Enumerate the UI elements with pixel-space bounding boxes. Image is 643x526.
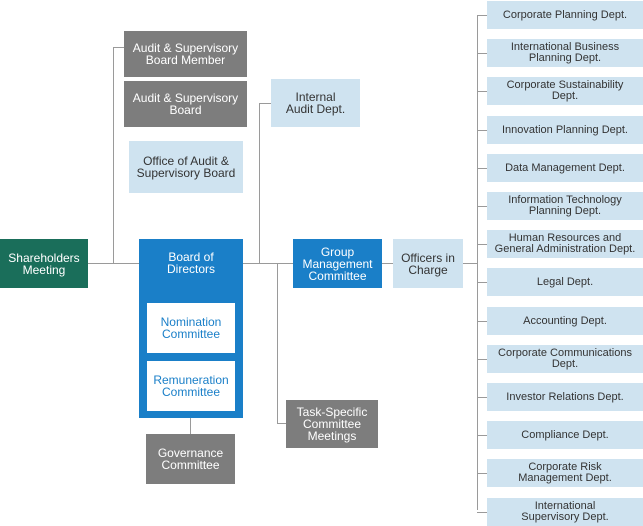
- remuneration-committee-box: Remuneration Committee: [147, 361, 235, 411]
- line-board-to-governance: [190, 418, 191, 434]
- nomination-committee-box: Nomination Committee: [147, 303, 235, 353]
- dept-box: International Supervisory Dept.: [487, 498, 643, 526]
- internal-audit-dept-box: Internal Audit Dept.: [271, 79, 360, 127]
- dept-connector-line: [477, 53, 487, 54]
- group-management-committee-box: Group Management Committee: [293, 239, 382, 288]
- board-of-directors-box: Board of Directors Nomination Committee …: [139, 239, 243, 418]
- line-internal-audit-branch: [259, 103, 271, 104]
- line-group-to-officers: [382, 263, 393, 264]
- dept-box: Accounting Dept.: [487, 307, 643, 335]
- dept-connector-line: [477, 397, 487, 398]
- dept-connector-line: [477, 168, 487, 169]
- dept-box: Compliance Dept.: [487, 421, 643, 449]
- dept-box: Corporate Sustainability Dept.: [487, 77, 643, 105]
- governance-committee-box: Governance Committee: [146, 434, 235, 484]
- audit-supervisory-board-box: Audit & Supervisory Board: [124, 81, 247, 127]
- audit-supervisory-board-member-box: Audit & Supervisory Board Member: [124, 31, 247, 77]
- dept-connector-line: [477, 206, 487, 207]
- board-of-directors-label: Board of Directors: [166, 250, 215, 276]
- dept-box: Legal Dept.: [487, 268, 643, 296]
- line-board-to-group: [243, 263, 293, 264]
- line-officers-to-depts: [463, 263, 477, 264]
- dept-connector-line: [477, 359, 487, 360]
- dept-box: Human Resources and General Administrati…: [487, 230, 643, 258]
- line-shareholders-to-board: [88, 263, 140, 264]
- dept-box: International Business Planning Dept.: [487, 39, 643, 67]
- dept-connector-line: [477, 244, 487, 245]
- dept-connector-line: [477, 91, 487, 92]
- dept-connector-line: [477, 512, 487, 513]
- dept-box: Corporate Communications Dept.: [487, 345, 643, 373]
- office-of-audit-box: Office of Audit & Supervisory Board: [129, 141, 243, 193]
- line-audit-vertical: [113, 47, 114, 264]
- dept-box: Data Management Dept.: [487, 154, 643, 182]
- line-internal-audit-vertical: [259, 103, 260, 264]
- dept-connector-line: [477, 435, 487, 436]
- dept-box: Corporate Risk Management Dept.: [487, 459, 643, 487]
- line-task-branch: [277, 423, 286, 424]
- line-task-vertical: [277, 263, 278, 424]
- line-audit-member-branch: [113, 47, 124, 48]
- task-specific-committee-meetings-box: Task-Specific Committee Meetings: [286, 400, 378, 448]
- dept-connector-line: [477, 282, 487, 283]
- dept-box: Innovation Planning Dept.: [487, 116, 643, 144]
- officers-in-charge-box: Officers in Charge: [393, 239, 463, 288]
- dept-connector-line: [477, 15, 487, 16]
- dept-connector-line: [477, 130, 487, 131]
- dept-box: Information Technology Planning Dept.: [487, 192, 643, 220]
- dept-connector-line: [477, 321, 487, 322]
- dept-box: Investor Relations Dept.: [487, 383, 643, 411]
- dept-connector-line: [477, 473, 487, 474]
- line-depts-vertical: [477, 15, 478, 510]
- shareholders-meeting-box: Shareholders Meeting: [0, 239, 88, 288]
- dept-box: Corporate Planning Dept.: [487, 1, 643, 29]
